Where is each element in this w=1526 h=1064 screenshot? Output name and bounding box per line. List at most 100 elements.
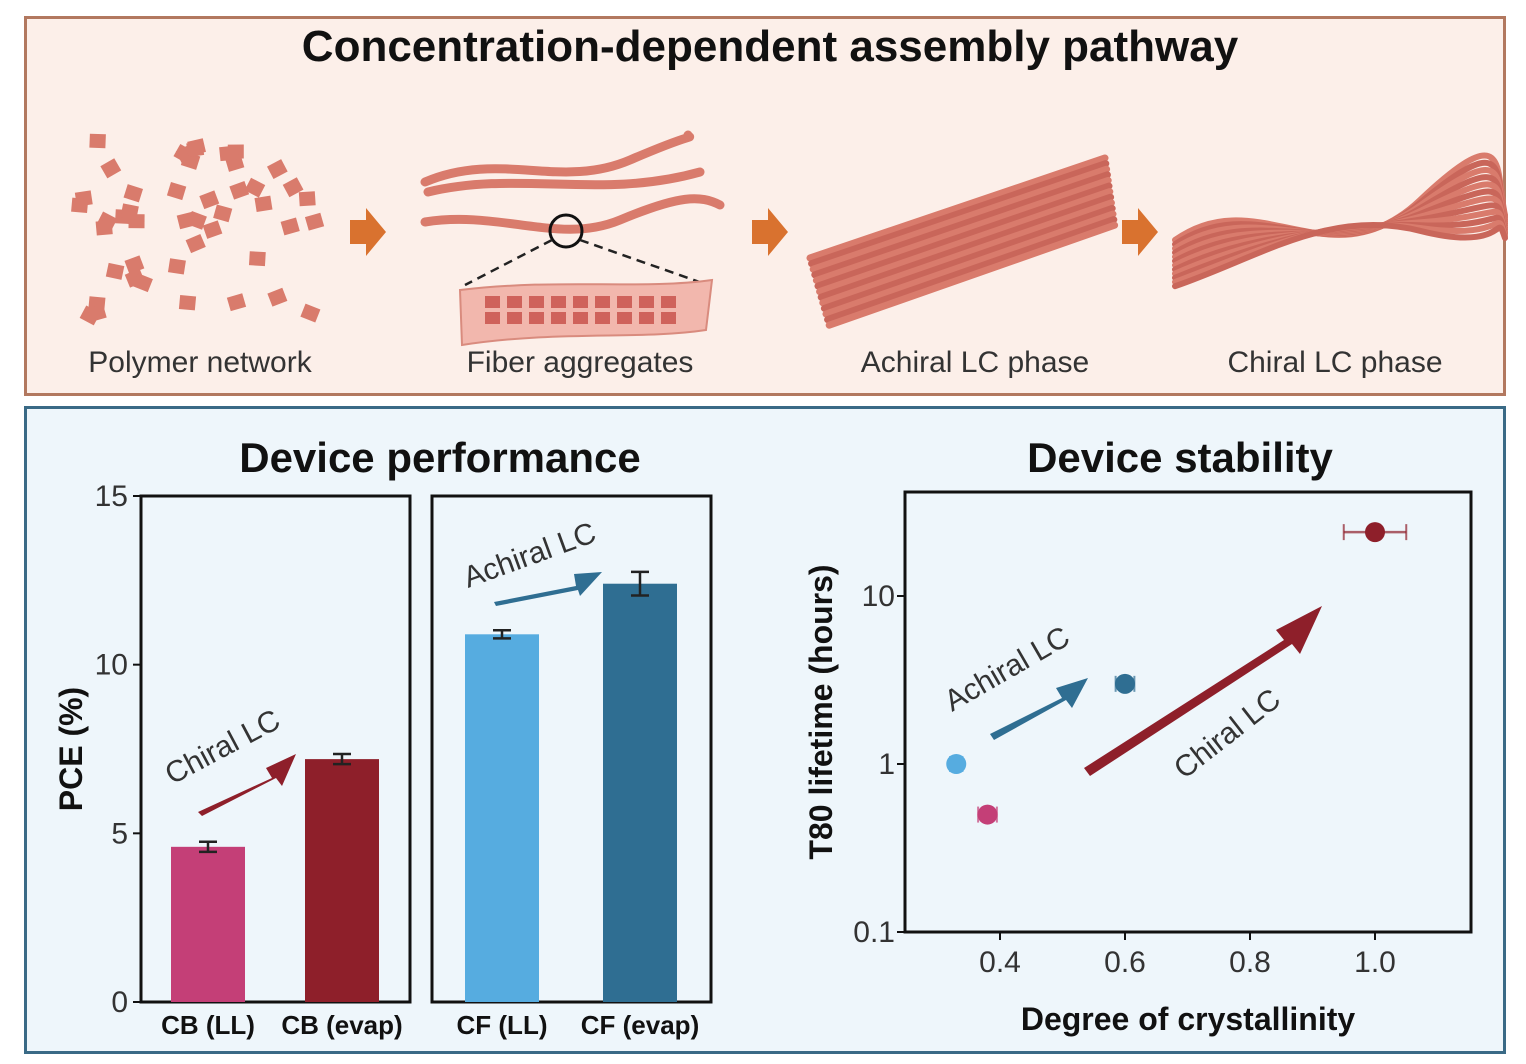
data-point-3 [1115,673,1135,694]
bar-cb-evap- [305,759,379,1002]
polymer-unit [282,177,304,198]
achiral-fiber [812,176,1112,284]
achiral-fiber [817,193,1115,301]
stacked-unit [551,312,566,324]
x-tick-label: 1.0 [1354,946,1396,979]
assembly-pathway-illustration [71,130,1508,347]
fiber-strand [423,167,705,197]
stacked-unit [529,312,544,324]
stage-label-chiral-lc: Chiral LC phase [1227,346,1443,379]
data-point-1 [946,754,967,774]
polymer-unit [123,184,144,203]
assembly-pathway-title: Concentration-dependent assembly pathway [301,22,1239,71]
stacked-unit [661,312,676,324]
bar-panel-frame-2 [430,494,713,1004]
stacked-unit [639,296,654,308]
category-label: CB (LL) [161,1010,255,1040]
stacked-unit [661,296,676,308]
achiral-fiber [809,165,1111,273]
polymer-unit [185,233,206,254]
polymer-unit [248,251,266,267]
polymer-unit [244,177,266,198]
x-tick-label: 0.6 [1104,946,1146,979]
achiral-fiber [819,199,1115,307]
fiber-strand [420,130,695,187]
pathway-arrow-2 [752,208,788,256]
polymer-unit [304,212,325,231]
polymer-unit [178,295,197,311]
polymer-unit [120,203,139,221]
stage-label-achiral-lc: Achiral LC phase [860,346,1090,379]
bar-cf-ll- [465,634,539,1002]
data-point-4 [1365,522,1385,543]
y-tick-label: 0 [111,986,128,1019]
polymer-unit [167,258,186,275]
fiber-aggregates-graphic [420,130,725,347]
stacked-unit [485,312,500,324]
polymer-unit [266,159,288,179]
zoom-circle [548,213,584,249]
stacked-unit [595,296,610,308]
device-performance-title: Device performance [239,434,641,481]
crystallinity-axis-label: Degree of crystallinity [1021,1001,1356,1037]
device-panel [24,406,1506,1054]
polymer-unit [176,211,196,230]
polymer-unit [300,303,321,323]
category-label: CF (evap) [581,1010,699,1040]
polymer-unit [87,304,107,322]
chiral-fiber [1172,221,1508,290]
polymer-unit [199,190,220,210]
chiral-lc-graphic [1172,152,1508,290]
polymer-unit [219,145,237,162]
polymer-network-graphic [71,133,325,326]
polymer-unit [267,287,288,307]
stacked-unit [507,296,522,308]
achiral-fiber [822,210,1117,318]
fiber-strand [420,194,725,234]
stacked-unit [595,312,610,324]
polymer-unit [180,151,201,170]
stacked-unit [529,296,544,308]
chiral-lc-annotation: Chiral LC [1168,683,1287,786]
bar-panel-frame-1 [139,494,412,1004]
polymer-unit [71,197,89,214]
y-tick-label: 10 [95,649,128,682]
stability-frame [903,490,1473,934]
stacked-unit [617,312,632,324]
achiral-fiber [814,182,1113,290]
polymer-unit [229,181,250,200]
x-tick-label: 0.4 [979,946,1021,979]
stacked-unit [573,296,588,308]
x-tick-label: 0.8 [1229,946,1271,979]
stacked-unit [551,296,566,308]
achiral-fiber [816,188,1114,296]
category-label: CF (LL) [457,1010,548,1040]
stacked-unit [507,312,522,324]
achiral-fiber [808,160,1110,268]
polymer-unit [166,182,187,201]
chiral-lc-arrow [198,754,296,816]
stage-label-polymer-network: Polymer network [88,346,312,379]
achiral-fiber [825,221,1119,329]
bar-cb-ll- [171,846,245,1002]
stacked-unit [617,296,632,308]
y-tick-label: 15 [95,480,128,513]
achiral-fiber [824,216,1118,324]
achiral-fiber [811,171,1111,279]
y-tick-label: 5 [111,817,128,850]
polymer-unit [254,195,273,212]
pathway-arrow-1 [350,208,386,256]
zoom-line [579,238,709,287]
achiral-fiber [806,154,1109,262]
pathway-arrow-3 [1122,208,1158,256]
achiral-lc-arrow [494,572,602,606]
y-tick-label: 0.1 [853,916,895,949]
device-stability-title: Device stability [1027,434,1333,481]
achiral-fiber [820,204,1116,312]
polymer-unit [202,220,223,239]
stacked-unit [639,312,654,324]
t80-axis-label: T80 lifetime (hours) [803,564,839,859]
category-label: CB (evap) [281,1010,402,1040]
